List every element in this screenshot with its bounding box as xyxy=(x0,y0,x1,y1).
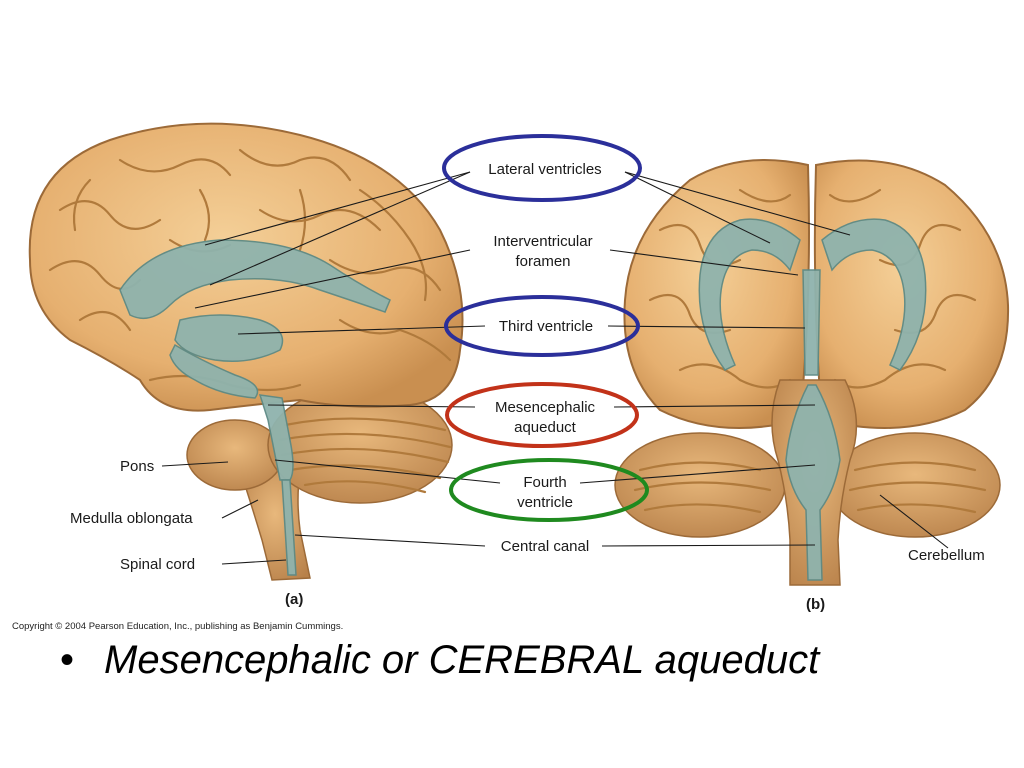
lateral-ventricle-left-frontal xyxy=(698,218,801,371)
label-medulla-oblongata: Medulla oblongata xyxy=(70,510,193,527)
lateral-ventricles-highlight-ring xyxy=(442,134,642,202)
label-pons: Pons xyxy=(120,458,154,475)
cerebellum-right-shape xyxy=(829,432,1001,538)
third-ventricle-lateral-view xyxy=(174,314,284,362)
brain-ventricles-diagram: Lateral ventricles Interventricular fora… xyxy=(12,122,1010,632)
fourth-ventricle-highlight-ring xyxy=(449,458,649,522)
third-ventricle-frontal xyxy=(802,269,821,376)
caption-text: Mesencephalic or CEREBRAL aqueduct xyxy=(104,638,820,682)
cerebellum-left-shape xyxy=(614,432,786,538)
lateral-ventricle-right-frontal xyxy=(821,218,927,371)
slide-caption: • Mesencephalic or CEREBRAL aqueduct xyxy=(60,638,819,683)
brain-frontal-view xyxy=(614,159,1010,586)
label-ventricle: ventricle xyxy=(517,494,573,511)
temporal-horn-lateral-view xyxy=(169,343,259,399)
central-canal-lateral-view xyxy=(281,479,297,576)
mesencephalic-aqueduct-highlight-ring xyxy=(445,382,639,448)
cerebellum-folia-frontal xyxy=(633,461,987,514)
lateral-ventricles-lateral-view xyxy=(119,239,391,320)
label-foramen: foramen xyxy=(515,253,570,270)
label-lateral-ventricles: Lateral ventricles xyxy=(488,161,601,178)
copyright-notice: Copyright © 2004 Pearson Education, Inc.… xyxy=(12,621,343,632)
cerebellum-folia xyxy=(278,417,452,494)
panel-label-a: (a) xyxy=(285,591,303,608)
label-fourth: Fourth xyxy=(523,474,566,491)
label-mesencephalic: Mesencephalic xyxy=(495,399,596,416)
label-cerebellum: Cerebellum xyxy=(908,547,985,564)
label-aqueduct: aqueduct xyxy=(514,419,577,436)
panel-label-b: (b) xyxy=(806,596,825,613)
caption-bullet: • xyxy=(60,638,75,682)
label-interventricular: Interventricular xyxy=(493,233,592,250)
label-central-canal: Central canal xyxy=(501,538,589,555)
label-spinal-cord: Spinal cord xyxy=(120,556,195,573)
third-ventricle-highlight-ring xyxy=(444,295,640,357)
brain-lateral-view xyxy=(28,122,464,581)
label-third-ventricle: Third ventricle xyxy=(499,318,593,335)
leader-lines xyxy=(161,171,949,565)
aqueduct-and-fourth-ventricle-frontal xyxy=(785,384,841,581)
